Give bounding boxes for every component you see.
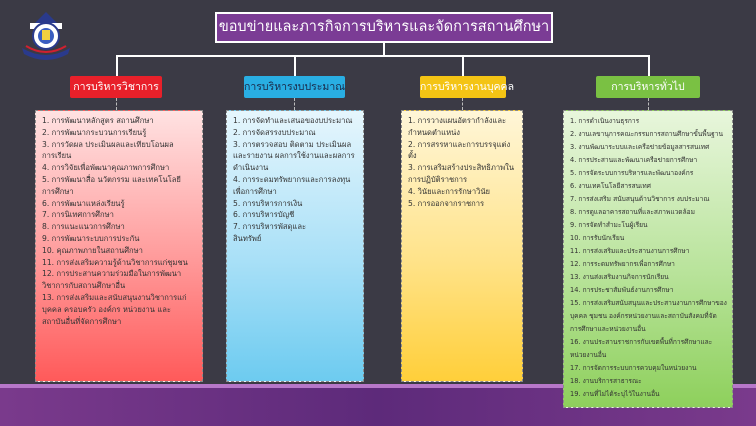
school-emblem-icon	[22, 12, 70, 60]
list-item: 4. การประสานและพัฒนาเครือข่ายการศึกษา	[570, 156, 698, 164]
list-item: 3. การวัดผล ประเมินผลและเทียบโอนผล	[42, 139, 174, 149]
title-connector-vertical	[383, 43, 385, 55]
list-item: วิชาการกับสถานศึกษาอื่น	[42, 281, 126, 291]
list-item: 4. การระดมทรัพยากรและการลงทุน	[233, 174, 351, 184]
bottom-stripe-line	[0, 384, 756, 388]
heading-budget: การบริหารงบประมาณ	[244, 76, 345, 98]
list-item: 4. การวิจัยเพื่อพัฒนาคุณภาพการศึกษา	[42, 163, 170, 173]
dash-budget	[294, 98, 295, 110]
box-personnel: 1. การวางแผนอัตรากำลังและ กำหนดตำแหน่ง 2…	[401, 110, 523, 382]
list-item: การเรียน	[42, 151, 72, 161]
list-item: 11. การส่งเสริมความรู้ด้านวิชาการแก่ชุมช…	[42, 257, 188, 267]
connector-academic	[116, 55, 118, 76]
list-item: 12. การระดมทรัพยากรเพื่อการศึกษา	[570, 260, 675, 268]
list-item: สินทรัพย์	[233, 233, 262, 243]
list-item: การปฏิบัติราชการ	[408, 174, 468, 184]
heading-general: การบริหารทั่วไป	[596, 76, 700, 98]
list-item: กำหนดตำแหน่ง	[408, 127, 460, 137]
list-item: บุคคล ครอบครัว องค์กร หน่วยงาน และ	[42, 304, 171, 314]
list-item: 1. การดำเนินงานธุรการ	[570, 117, 640, 125]
list-item: 4. วินัยและการรักษาวินัย	[408, 186, 490, 196]
list-item: 8. การแนะแนวการศึกษา	[42, 222, 125, 232]
heading-academic: การบริหารวิชาการ	[70, 76, 162, 98]
list-item: 14. การประชาสัมพันธ์งานการศึกษา	[570, 286, 674, 294]
list-item: 5. การบริหารการเงิน	[233, 198, 303, 208]
list-item: 9. การจัดทำสำมะโนผู้เรียน	[570, 221, 648, 229]
list-item: การศึกษา	[42, 186, 74, 196]
list-item: 3. งานพัฒนาระบบและเครือข่ายข้อมูลสารสนเท…	[570, 143, 710, 151]
list-item: 1. การพัฒนาหลักสูตร สถานศึกษา	[42, 116, 154, 125]
list-item: 10. การรับนักเรียน	[570, 234, 625, 242]
connector-personnel	[462, 55, 464, 76]
box-budget: 1. การจัดทำและเสนอของบประมาณ 2. การจัดสร…	[226, 110, 364, 382]
list-item: บุคคล ชุมชน องค์กรหน่วยงานและสถาบันสังคม…	[570, 312, 717, 320]
list-item: 15. การส่งเสริมสนับสนุนและประสานงานการศึ…	[570, 299, 727, 307]
list-item: และรายงาน ผลการใช้งานและผลการ	[233, 151, 355, 161]
list-item: 6. งานเทคโนโลยีสารสนเทศ	[570, 182, 651, 190]
list-item: 9. การพัฒนาระบบการประกัน	[42, 233, 140, 243]
list-item: 19. งานที่ไม่ได้ระบุไว้ในงานอื่น	[570, 390, 660, 398]
list-item: 7. การส่งเสริม สนับสนุนด้านวิชาการ งบประ…	[570, 195, 710, 203]
list-item: 13. การส่งเสริมและสนับสนุนงานวิชาการแก่	[42, 292, 187, 302]
list-item: 11. การส่งเสริมและประสานงานการศึกษา	[570, 247, 690, 255]
list-item: 5. การพัฒนาสื่อ นวัตกรรม และเทคโนโลยี	[42, 174, 181, 184]
dash-academic	[116, 98, 117, 110]
list-item: 1. การจัดทำและเสนอของบประมาณ	[233, 116, 353, 125]
list-item: 8. การดูแลอาคารสถานที่และสภาพแวดล้อม	[570, 208, 695, 216]
list-item: การศึกษาและหน่วยงานอื่น	[570, 325, 646, 333]
list-item: 17. การจัดการระบบการควบคุมในหน่วยงาน	[570, 364, 697, 372]
list-item: 1. การวางแผนอัตรากำลังและ	[408, 116, 507, 125]
list-item: 5. การออกจากราชการ	[408, 198, 485, 208]
list-item: 6. การบริหารบัญชี	[233, 210, 295, 220]
list-item: 16. งานประสานราชการกับเขตพื้นที่การศึกษา…	[570, 338, 713, 346]
dash-personnel	[462, 98, 463, 110]
title-connector-horizontal	[116, 55, 649, 57]
heading-personnel: การบริหารงานบุคคล	[420, 76, 514, 98]
dash-general	[648, 98, 649, 110]
list-item: 12. การประสานความร่วมมือในการพัฒนา	[42, 269, 182, 279]
list-item: 7. การบริหารพัสดุและ	[233, 222, 307, 232]
list-item: หน่วยงานอื่น	[570, 351, 607, 359]
list-item: 6. การพัฒนาแหล่งเรียนรู้	[42, 198, 125, 208]
list-item: สถาบันอื่นที่จัดการศึกษา	[42, 316, 122, 326]
list-item: 7. การนิเทศการศึกษา	[42, 210, 114, 220]
list-item: 18. งานบริการสาธารณะ	[570, 377, 642, 385]
list-item: 10. คุณภาพภายในสถานศึกษา	[42, 245, 143, 255]
list-item: 3. การเสริมสร้างประสิทธิภาพใน	[408, 163, 515, 173]
list-item: เพื่อการศึกษา	[233, 186, 277, 196]
list-item: 2. การพัฒนากระบวนการเรียนรู้	[42, 127, 147, 137]
list-item: 13. งานส่งเสริมงานกิจการนักเรียน	[570, 273, 669, 281]
list-item: 3. การตรวจสอบ ติดตาม ประเมินผล	[233, 139, 352, 149]
page-title: ขอบข่ายและภารกิจการบริหารและจัดการสถานศึ…	[215, 12, 553, 43]
connector-general	[648, 55, 650, 76]
connector-budget	[294, 55, 296, 76]
box-general: 1. การดำเนินงานธุรการ 2. งานเลขานุการคณะ…	[563, 110, 733, 408]
list-item: 5. การจัดระบบการบริหารและพัฒนาองค์กร	[570, 169, 694, 177]
list-item: ดำเนินงาน	[233, 163, 269, 173]
box-academic: 1. การพัฒนาหลักสูตร สถานศึกษา 2. การพัฒน…	[35, 110, 203, 382]
list-item: 2. การสรรหาและการบรรจุแต่งตั้ง	[408, 139, 511, 161]
list-item: 2. การจัดสรรงบประมาณ	[233, 127, 316, 137]
list-item: 2. งานเลขานุการคณะกรรมการสถานศึกษาขั้นพื…	[570, 130, 723, 138]
